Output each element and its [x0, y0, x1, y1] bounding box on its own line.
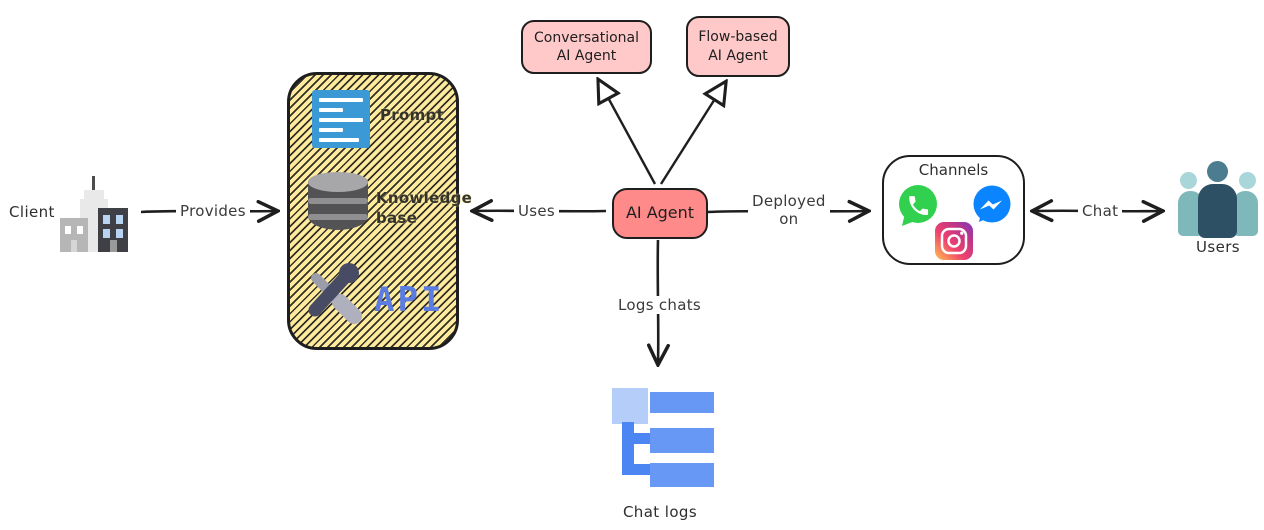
flow-agent-line1: Flow-based: [698, 29, 778, 46]
user-group-icon: [1178, 160, 1258, 238]
edge-label-provides: Provides: [176, 202, 250, 220]
edge-label-chat: Chat: [1078, 202, 1123, 220]
edge-to-conversational: [599, 81, 657, 185]
log-tree-icon: [612, 388, 714, 487]
database-icon: [308, 172, 368, 236]
office-buildings-icon: [60, 170, 136, 254]
flow-agent-line2: AI Agent: [708, 47, 768, 64]
instagram-icon: [935, 222, 973, 260]
edge-label-deployed-line1: Deployed: [752, 192, 826, 210]
edge-to-flow: [659, 83, 725, 185]
messenger-icon: [973, 185, 1011, 223]
chat-logs-label: Chat logs: [622, 503, 698, 521]
api-label: API: [374, 280, 445, 320]
whatsapp-icon: [899, 185, 937, 226]
edge-label-logs-chats: Logs chats: [614, 296, 706, 314]
knowledge-label-line2: base: [376, 209, 418, 228]
users-label: Users: [1195, 238, 1240, 256]
channels-label: Channels: [918, 161, 989, 179]
conversational-agent-line1: Conversational: [533, 29, 640, 46]
conversational-agent-line2: AI Agent: [556, 48, 617, 64]
client-label: Client: [9, 203, 55, 221]
ai-agent-label: AI Agent: [625, 203, 695, 223]
prompt-label: Prompt: [380, 106, 445, 124]
knowledge-label-line1: Knowledge: [376, 189, 473, 207]
edge-label-deployed-line2: on: [779, 210, 799, 228]
edge-label-uses: Uses: [514, 202, 560, 220]
document-list-icon: [312, 90, 370, 148]
tools-icon: [308, 263, 362, 324]
channels-box: Channels: [882, 155, 1025, 265]
